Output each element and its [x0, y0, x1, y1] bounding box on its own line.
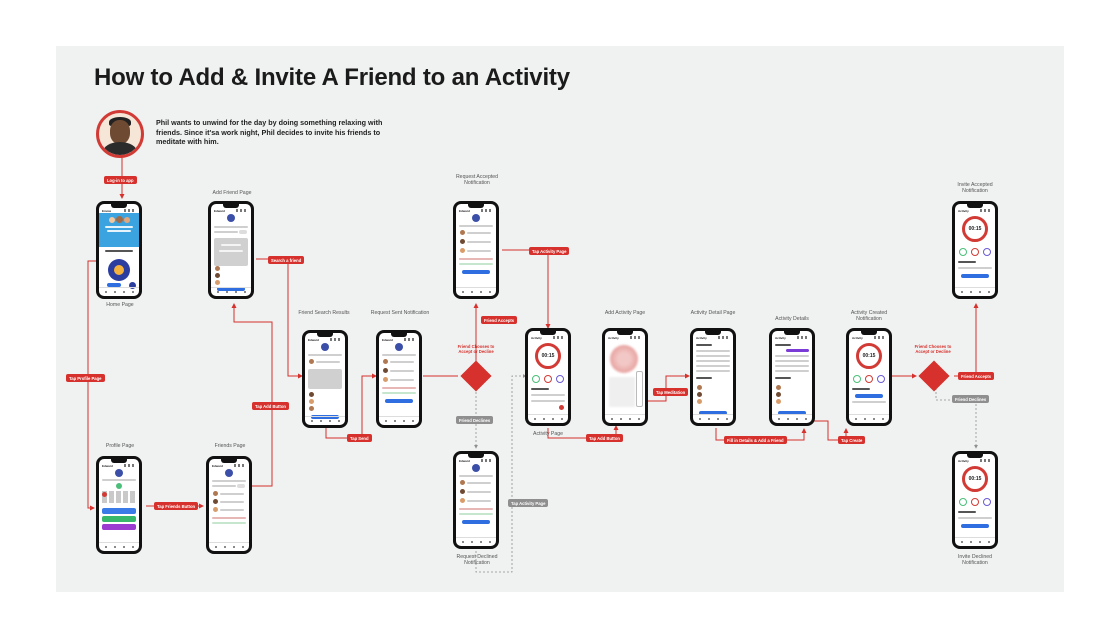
- phone-invite-declined[interactable]: Activity 00:15: [952, 451, 998, 549]
- timer-text: 00:15: [541, 353, 555, 359]
- decision-text-2: Friend Chooses to Accept or Decline: [914, 344, 952, 355]
- action-friend-declines-1: Friend Declines: [456, 416, 494, 424]
- screen-header: Activity: [958, 459, 969, 463]
- phone-add-friend[interactable]: Edward: [208, 201, 254, 299]
- phone-activity-created[interactable]: Activity 00:15: [846, 328, 892, 426]
- caption-add-friend: Add Friend Page: [212, 190, 252, 196]
- timer-text: 00:15: [968, 226, 982, 232]
- phone-invite-accepted[interactable]: Activity 00:15: [952, 201, 998, 299]
- screen-header: Activity: [852, 336, 863, 340]
- action-tap-add-button-2: Tap Add Button: [586, 434, 623, 442]
- screen-header: Edward: [212, 464, 223, 468]
- caption-friends: Friends Page: [214, 443, 246, 449]
- action-tap-activity-page-2: Tap Activity Page: [508, 499, 549, 507]
- page-title: How to Add & Invite A Friend to an Activ…: [94, 64, 570, 91]
- phone-activity-details[interactable]: Activity: [769, 328, 815, 426]
- screen-header: Activity: [958, 209, 969, 213]
- phone-add-activity[interactable]: Activity: [602, 328, 648, 426]
- action-login: Log-in to app: [104, 176, 137, 184]
- action-tap-send: Tap Send: [347, 434, 372, 442]
- timer-text: 00:15: [862, 353, 876, 359]
- phone-activity[interactable]: Activity 00:15: [525, 328, 571, 426]
- caption-invite-declined: Invite Declined Notification: [957, 554, 993, 567]
- screen-header: Edward: [382, 338, 393, 342]
- caption-profile: Profile Page: [105, 443, 135, 449]
- action-friend-accepts-1: Friend Accepts: [481, 316, 518, 324]
- caption-activity: Activity Page: [533, 431, 563, 437]
- screen-header: Edward: [459, 209, 470, 213]
- phone-profile[interactable]: Edward: [96, 456, 142, 554]
- timer-text: 00:15: [968, 476, 982, 482]
- caption-activity-detail: Activity Detail Page: [690, 310, 736, 316]
- screen-header: Edward: [459, 459, 470, 463]
- phone-request-sent[interactable]: Edward: [376, 330, 422, 428]
- action-tap-profile: Tap Profile Page: [66, 374, 105, 382]
- action-fill-details: Fill in Details & Add a Friend: [724, 436, 787, 444]
- caption-home: Home Page: [106, 302, 134, 308]
- screen-header: Activity: [775, 336, 786, 340]
- screen-header: Edward: [214, 209, 225, 213]
- caption-activity-details: Activity Details: [775, 316, 809, 322]
- flow-board: How to Add & Invite A Friend to an Activ…: [56, 46, 1064, 592]
- action-tap-activity-page-1: Tap Activity Page: [529, 247, 570, 255]
- caption-request-accepted: Request Accepted Notification: [455, 174, 499, 187]
- action-search-friend: Search a friend: [268, 256, 305, 264]
- phone-request-declined[interactable]: Edward: [453, 451, 499, 549]
- screen-header: Activity: [531, 336, 542, 340]
- caption-invite-accepted: Invite Accepted Notification: [957, 182, 993, 195]
- caption-friend-search: Friend Search Results: [298, 310, 350, 316]
- caption-request-declined: Request Declined Notification: [456, 554, 498, 567]
- screen-header: Edward: [102, 464, 113, 468]
- action-tap-friends-button: Tap Friends Button: [154, 502, 199, 510]
- persona-avatar: [96, 110, 144, 158]
- action-tap-create: Tap Create: [838, 436, 866, 444]
- caption-add-activity: Add Activity Page: [604, 310, 646, 316]
- action-friend-accepts-2: Friend Accepts: [958, 372, 995, 380]
- phone-activity-detail[interactable]: Activity: [690, 328, 736, 426]
- persona-story: Phil wants to unwind for the day by doin…: [156, 118, 383, 146]
- screen-header: Activity: [696, 336, 707, 340]
- caption-activity-created: Activity Created Notification: [850, 310, 888, 323]
- screen-header: Emote: [102, 209, 112, 213]
- caption-request-sent: Request Sent Notification: [370, 310, 430, 316]
- screen-header: Activity: [608, 336, 619, 340]
- phone-request-accepted[interactable]: Edward: [453, 201, 499, 299]
- phone-friends[interactable]: Edward: [206, 456, 252, 554]
- phone-home[interactable]: Emote: [96, 201, 142, 299]
- action-tap-meditation: Tap Meditation: [653, 388, 689, 396]
- decision-text-1: Friend Chooses to Accept or Decline: [457, 344, 495, 355]
- phone-friend-search[interactable]: Edward: [302, 330, 348, 428]
- action-friend-declines-2: Friend Declines: [952, 395, 990, 403]
- screen-header: Edward: [308, 338, 319, 342]
- action-tap-add-button: Tap Add Button: [252, 402, 289, 410]
